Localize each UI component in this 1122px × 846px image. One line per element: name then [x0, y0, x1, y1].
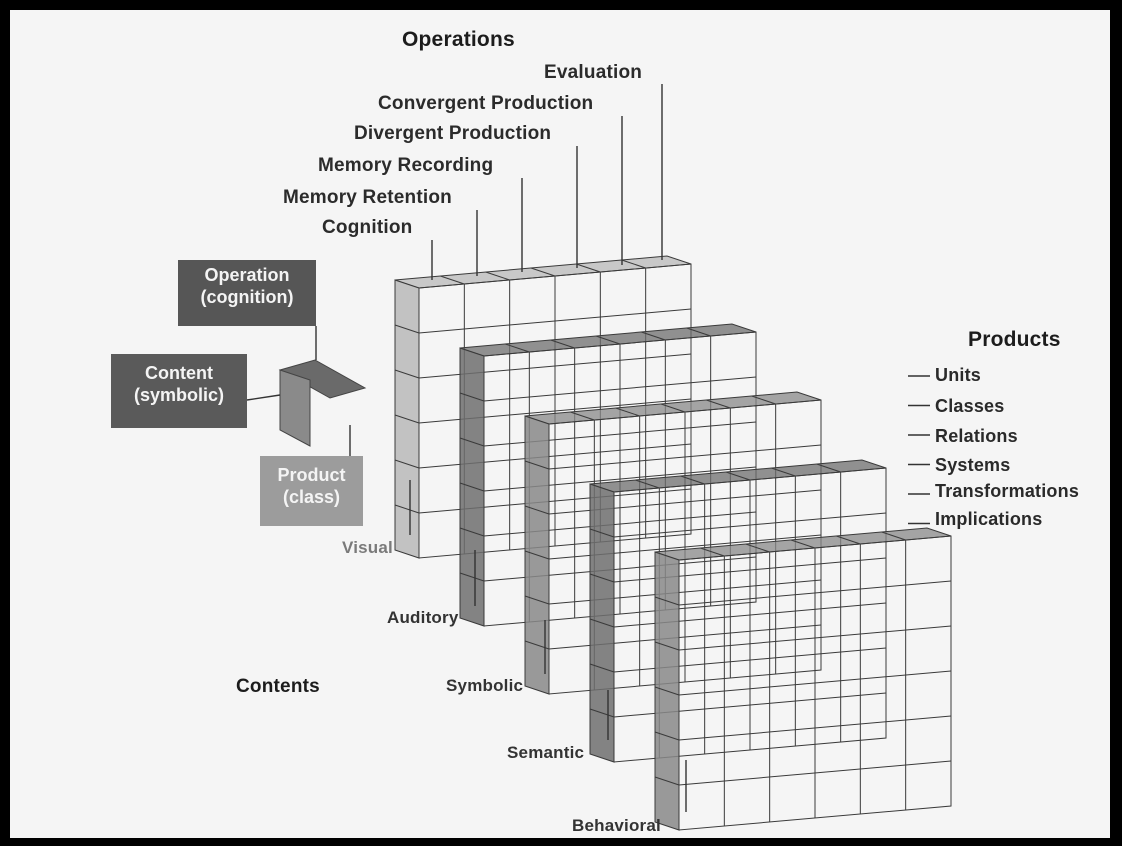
- contents-heading: Contents: [236, 676, 320, 697]
- scanned-page: Operations Evaluation Convergent Product…: [10, 10, 1110, 838]
- slab-front-row-line: [654, 641, 680, 651]
- product-label-relations: Relations: [935, 426, 1018, 446]
- top-face-grid-line: [570, 411, 595, 421]
- products-heading: Products: [968, 328, 1061, 351]
- product-label-units: Units: [935, 365, 981, 385]
- top-face-grid-line: [836, 535, 861, 545]
- top-face-grid-line: [530, 267, 556, 277]
- example-operation-box: Operation (cognition): [178, 260, 316, 326]
- content-label-visual: Visual: [342, 538, 393, 557]
- operation-label-memory-retention: Memory Retention: [283, 187, 452, 208]
- example-product-line2: (class): [282, 487, 341, 507]
- operations-heading: Operations: [402, 28, 515, 51]
- top-face-grid-line: [440, 275, 465, 285]
- example-operation-line2: (cognition): [200, 287, 294, 307]
- slab-front-row-line: [654, 686, 680, 696]
- top-face-grid-line: [745, 543, 770, 553]
- example-content-line1: Content: [145, 363, 213, 383]
- slab-front-row-line: [589, 708, 615, 718]
- top-face-grid-line: [700, 547, 725, 557]
- top-face-grid-line: [621, 259, 646, 269]
- slab-front-row-line: [394, 504, 420, 514]
- slab-front-row-line: [524, 595, 550, 605]
- example-cube-front: [279, 369, 311, 447]
- product-label-implications: Implications: [935, 509, 1043, 529]
- example-content-leader: [246, 394, 281, 401]
- slab-front-row-line: [459, 437, 485, 447]
- content-label-behavioral: Behavioral: [572, 816, 661, 835]
- top-face-grid-line: [615, 407, 640, 417]
- slab-front-row-line: [654, 776, 680, 786]
- operation-label-convergent-production: Convergent Production: [378, 93, 594, 114]
- top-face-grid-line: [771, 467, 796, 477]
- example-content-box: Content (symbolic): [111, 354, 247, 428]
- top-face-grid-line: [816, 463, 841, 473]
- slab-front-row-line: [589, 618, 615, 628]
- slab-front-row-line: [459, 482, 485, 492]
- slab-front-row-line: [394, 414, 420, 424]
- slab-front-row-line: [524, 460, 550, 470]
- slab-front-row-line: [589, 528, 615, 538]
- example-content-line2: (symbolic): [133, 385, 225, 405]
- example-cube-top: [278, 359, 367, 399]
- product-label-transformations: Transformations: [935, 481, 1080, 501]
- top-face-grid-line: [725, 471, 751, 481]
- slab-front-row-line: [459, 527, 485, 537]
- product-label-classes: Classes: [935, 396, 1005, 416]
- top-face-grid-line: [641, 331, 666, 341]
- top-face-grid-line: [881, 531, 906, 541]
- slab-front-row-line: [524, 505, 550, 515]
- slab-front-row-line: [589, 663, 615, 673]
- slab-front-row-line: [459, 572, 485, 582]
- operation-label-divergent-production: Divergent Production: [354, 123, 552, 144]
- slab-front-row-line: [654, 596, 680, 606]
- slab-front-row-line: [394, 324, 420, 334]
- slab-front-row-line: [654, 731, 680, 741]
- structure-of-intellect-cube: [246, 84, 952, 831]
- top-face-grid-line: [485, 271, 510, 281]
- content-label-auditory: Auditory: [387, 608, 459, 627]
- slab-front-row-line: [394, 369, 420, 379]
- top-face-grid-line: [576, 263, 601, 273]
- operation-label-evaluation: Evaluation: [544, 62, 643, 83]
- top-face-grid-line: [550, 339, 575, 349]
- top-face-grid-line: [686, 327, 711, 337]
- operation-label-memory-recording: Memory Recording: [318, 155, 494, 176]
- content-label-symbolic: Symbolic: [446, 676, 524, 695]
- example-operation-line1: Operation: [204, 265, 290, 285]
- top-face-grid-line: [660, 403, 686, 413]
- slab-front-row-line: [589, 573, 615, 583]
- top-face-grid-line: [505, 343, 530, 353]
- slab-front-row-line: [394, 459, 420, 469]
- slab-front-row-line: [524, 550, 550, 560]
- top-face-grid-line: [635, 479, 660, 489]
- content-label-semantic: Semantic: [507, 743, 585, 762]
- example-product-line1: Product: [277, 465, 346, 485]
- top-face-grid-line: [680, 475, 705, 485]
- slab-front-row-line: [459, 392, 485, 402]
- example-product-box: Product (class): [260, 456, 363, 526]
- top-face-grid-line: [706, 399, 731, 409]
- top-face-grid-line: [751, 395, 776, 405]
- product-label-systems: Systems: [935, 455, 1011, 475]
- top-face-grid-line: [790, 539, 816, 549]
- top-face-grid-line: [595, 335, 621, 345]
- operation-label-cognition: Cognition: [322, 217, 413, 238]
